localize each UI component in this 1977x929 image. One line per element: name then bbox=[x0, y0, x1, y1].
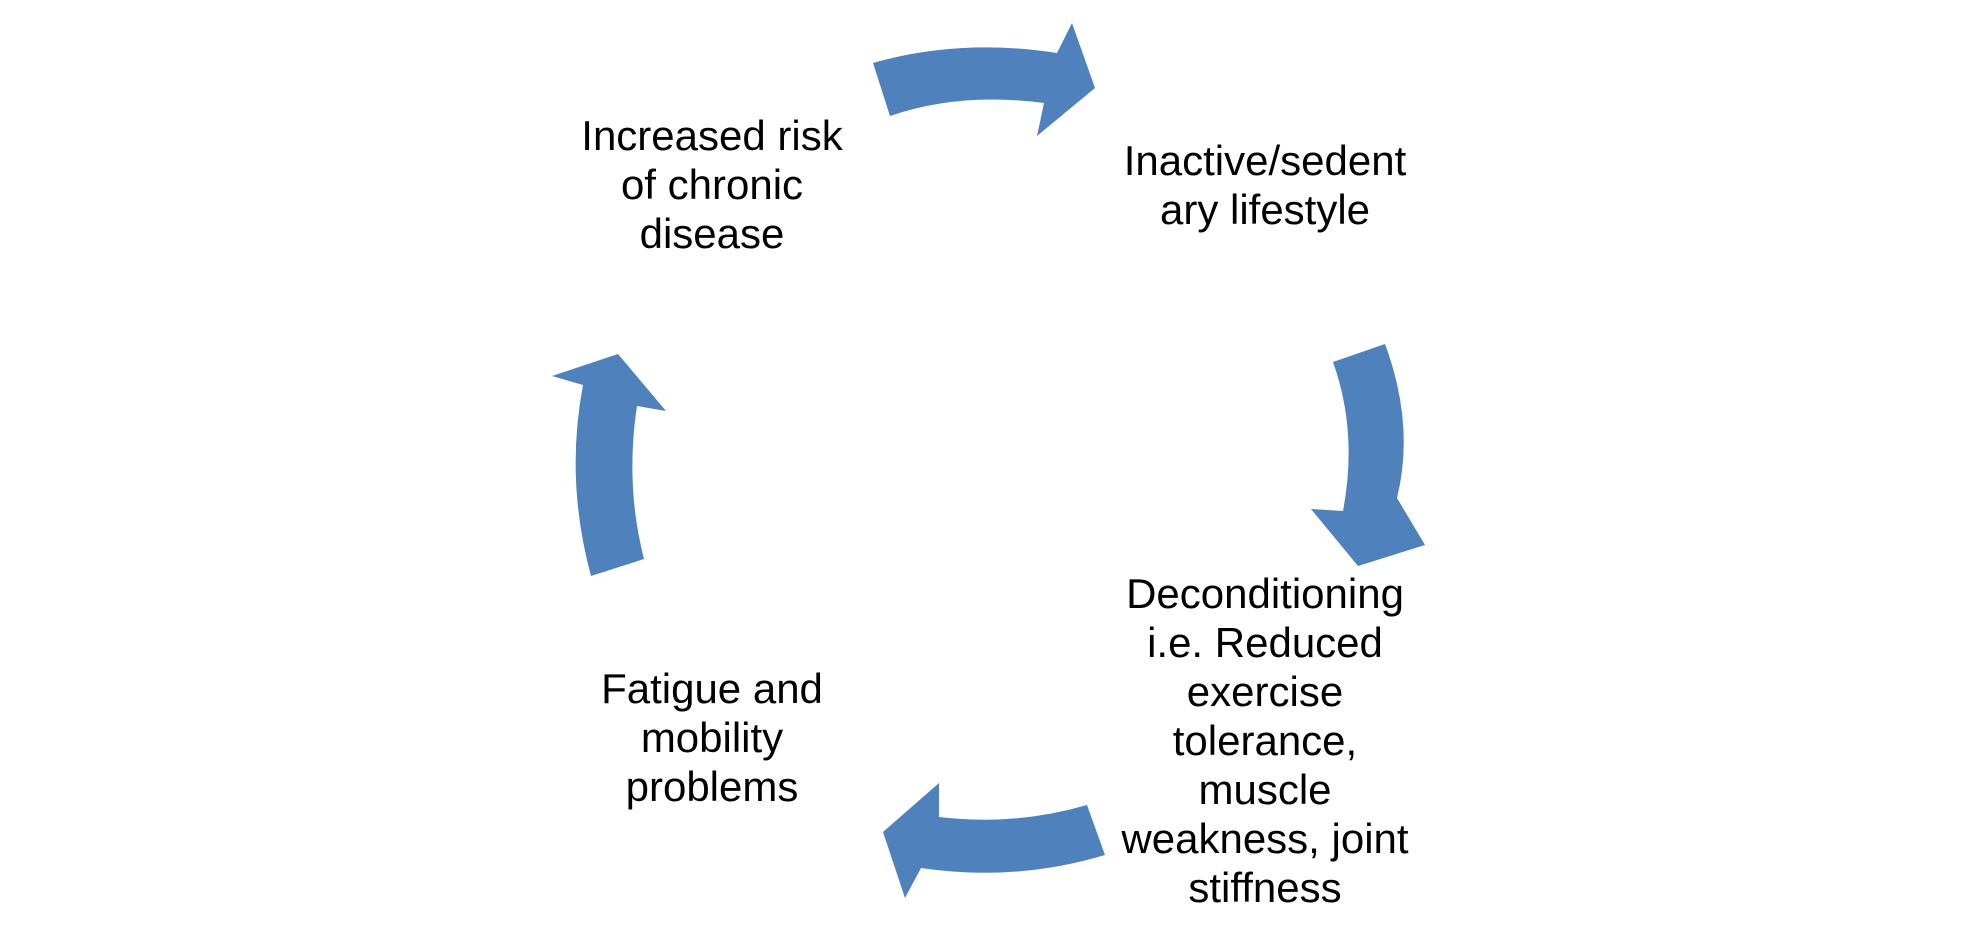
arrow-left bbox=[552, 354, 666, 576]
node-text-line: ary lifestyle bbox=[1159, 186, 1371, 233]
arrow-top bbox=[873, 23, 1095, 136]
node-text-line: mobility bbox=[640, 714, 784, 761]
node-text-line: Fatigue and bbox=[601, 665, 823, 712]
node-text-line: Deconditioning bbox=[1126, 570, 1404, 617]
node-text-line: Increased risk bbox=[581, 112, 843, 159]
node-fatigue-mobility: Fatigue and mobility problems bbox=[492, 664, 932, 811]
node-text-line: Inactive/sedent bbox=[1123, 137, 1407, 184]
node-text-line: muscle bbox=[1198, 766, 1332, 813]
node-deconditioning: Deconditioning i.e. Reduced exercise tol… bbox=[1045, 569, 1485, 912]
arrow-bottom bbox=[883, 783, 1105, 898]
node-text-line: exercise bbox=[1186, 668, 1344, 715]
node-chronic-disease-risk: Increased risk of chronic disease bbox=[492, 111, 932, 258]
node-text-line: i.e. Reduced bbox=[1147, 619, 1383, 666]
node-text-line: of chronic bbox=[620, 161, 804, 208]
node-text-line: stiffness bbox=[1188, 864, 1342, 911]
arrow-right bbox=[1311, 344, 1425, 566]
node-text-line: tolerance, bbox=[1172, 717, 1358, 764]
node-text-line: disease bbox=[639, 210, 785, 257]
node-text-line: weakness, joint bbox=[1121, 815, 1409, 862]
node-text-line: problems bbox=[625, 763, 799, 810]
node-inactive-lifestyle: Inactive/sedent ary lifestyle bbox=[1045, 136, 1485, 234]
